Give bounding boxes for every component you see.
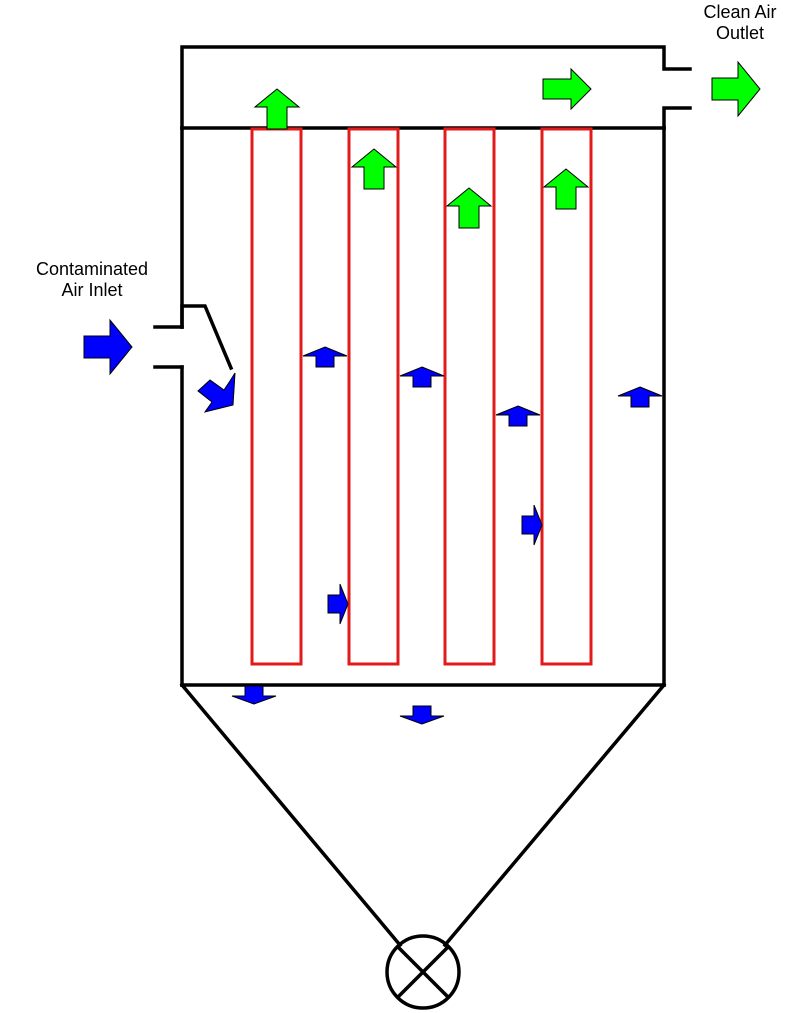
- outlet-label-line2: Outlet: [715, 23, 765, 43]
- outlet-label-line1: Clean Air: [703, 2, 777, 22]
- clean-air-arrow-icon: [542, 68, 592, 110]
- clean-air-arrow-icon: [254, 88, 300, 130]
- outlet-label: Clean Air Outlet: [680, 2, 800, 44]
- filter-bags: [250, 127, 593, 666]
- filter-bag: [250, 127, 303, 666]
- dirty-air-arrow-icon: [521, 504, 543, 546]
- dirty-air-arrow-icon: [617, 386, 663, 408]
- clean-air-arrows: [254, 61, 761, 229]
- dirty-air-arrow-icon: [327, 583, 349, 625]
- dirty-air-arrow-icon: [197, 372, 236, 413]
- filter-bag: [540, 127, 593, 666]
- inlet-baffle: [180, 304, 234, 371]
- dirty-air-arrow-icon: [399, 366, 445, 388]
- dirty-air-arrow-icon: [83, 319, 133, 375]
- clean-air-arrow-icon: [543, 168, 589, 210]
- inlet-label: Contaminated Air Inlet: [6, 259, 178, 301]
- circle-x-valve-icon: [385, 934, 461, 1010]
- clean-air-arrow-icon: [711, 61, 761, 117]
- clean-air-arrow-icon: [446, 187, 492, 229]
- dirty-air-arrows: [83, 319, 663, 725]
- dirty-air-arrow-icon: [399, 705, 445, 725]
- dirty-air-arrow-icon: [231, 685, 277, 705]
- hopper-left: [179, 682, 403, 948]
- hopper-right: [442, 682, 667, 948]
- housing: [153, 45, 692, 948]
- dirty-air-arrow-icon: [302, 346, 348, 368]
- plenum-wall-top: [180, 45, 692, 130]
- filter-bag: [347, 127, 400, 666]
- filter-bag: [443, 127, 496, 666]
- inlet-label-line2: Air Inlet: [61, 280, 123, 300]
- inlet-label-line1: Contaminated: [35, 259, 149, 279]
- plenum-wall: [662, 106, 692, 130]
- dirty-air-arrow-icon: [495, 405, 541, 427]
- clean-air-arrow-icon: [351, 148, 397, 190]
